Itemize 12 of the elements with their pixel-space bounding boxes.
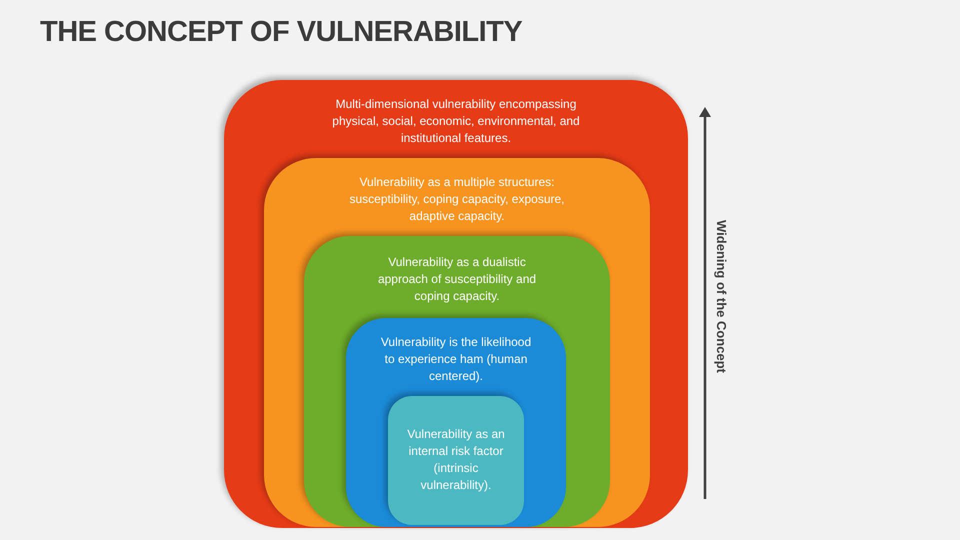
- axis-label: Widening of the Concept: [714, 220, 729, 373]
- nested-layer-box: [224, 80, 688, 528]
- layer-description: Vulnerability as a multiple structures: susceptibility, coping capacity, exposure, adaptive capacity.: [348, 174, 566, 225]
- nested-layer-box: [388, 396, 524, 525]
- layer-description: Vulnerability as a dualistic approach of susceptibility and coping capacity.: [376, 254, 538, 305]
- slide-title: THE CONCEPT OF VULNERABILITY: [40, 16, 522, 49]
- nested-layer-box: [264, 158, 650, 527]
- nested-layer-box: [304, 236, 610, 527]
- nested-layer-box: [346, 318, 566, 527]
- layer-description: Multi-dimensional vulnerability encompassing physical, social, economic, environmental, and institutional features.: [331, 96, 581, 147]
- layer-description: Vulnerability is the likelihood to experience ham (human centered).: [380, 334, 532, 385]
- layer-description: Vulnerability as an internal risk factor (intrinsic vulnerability).: [406, 426, 506, 494]
